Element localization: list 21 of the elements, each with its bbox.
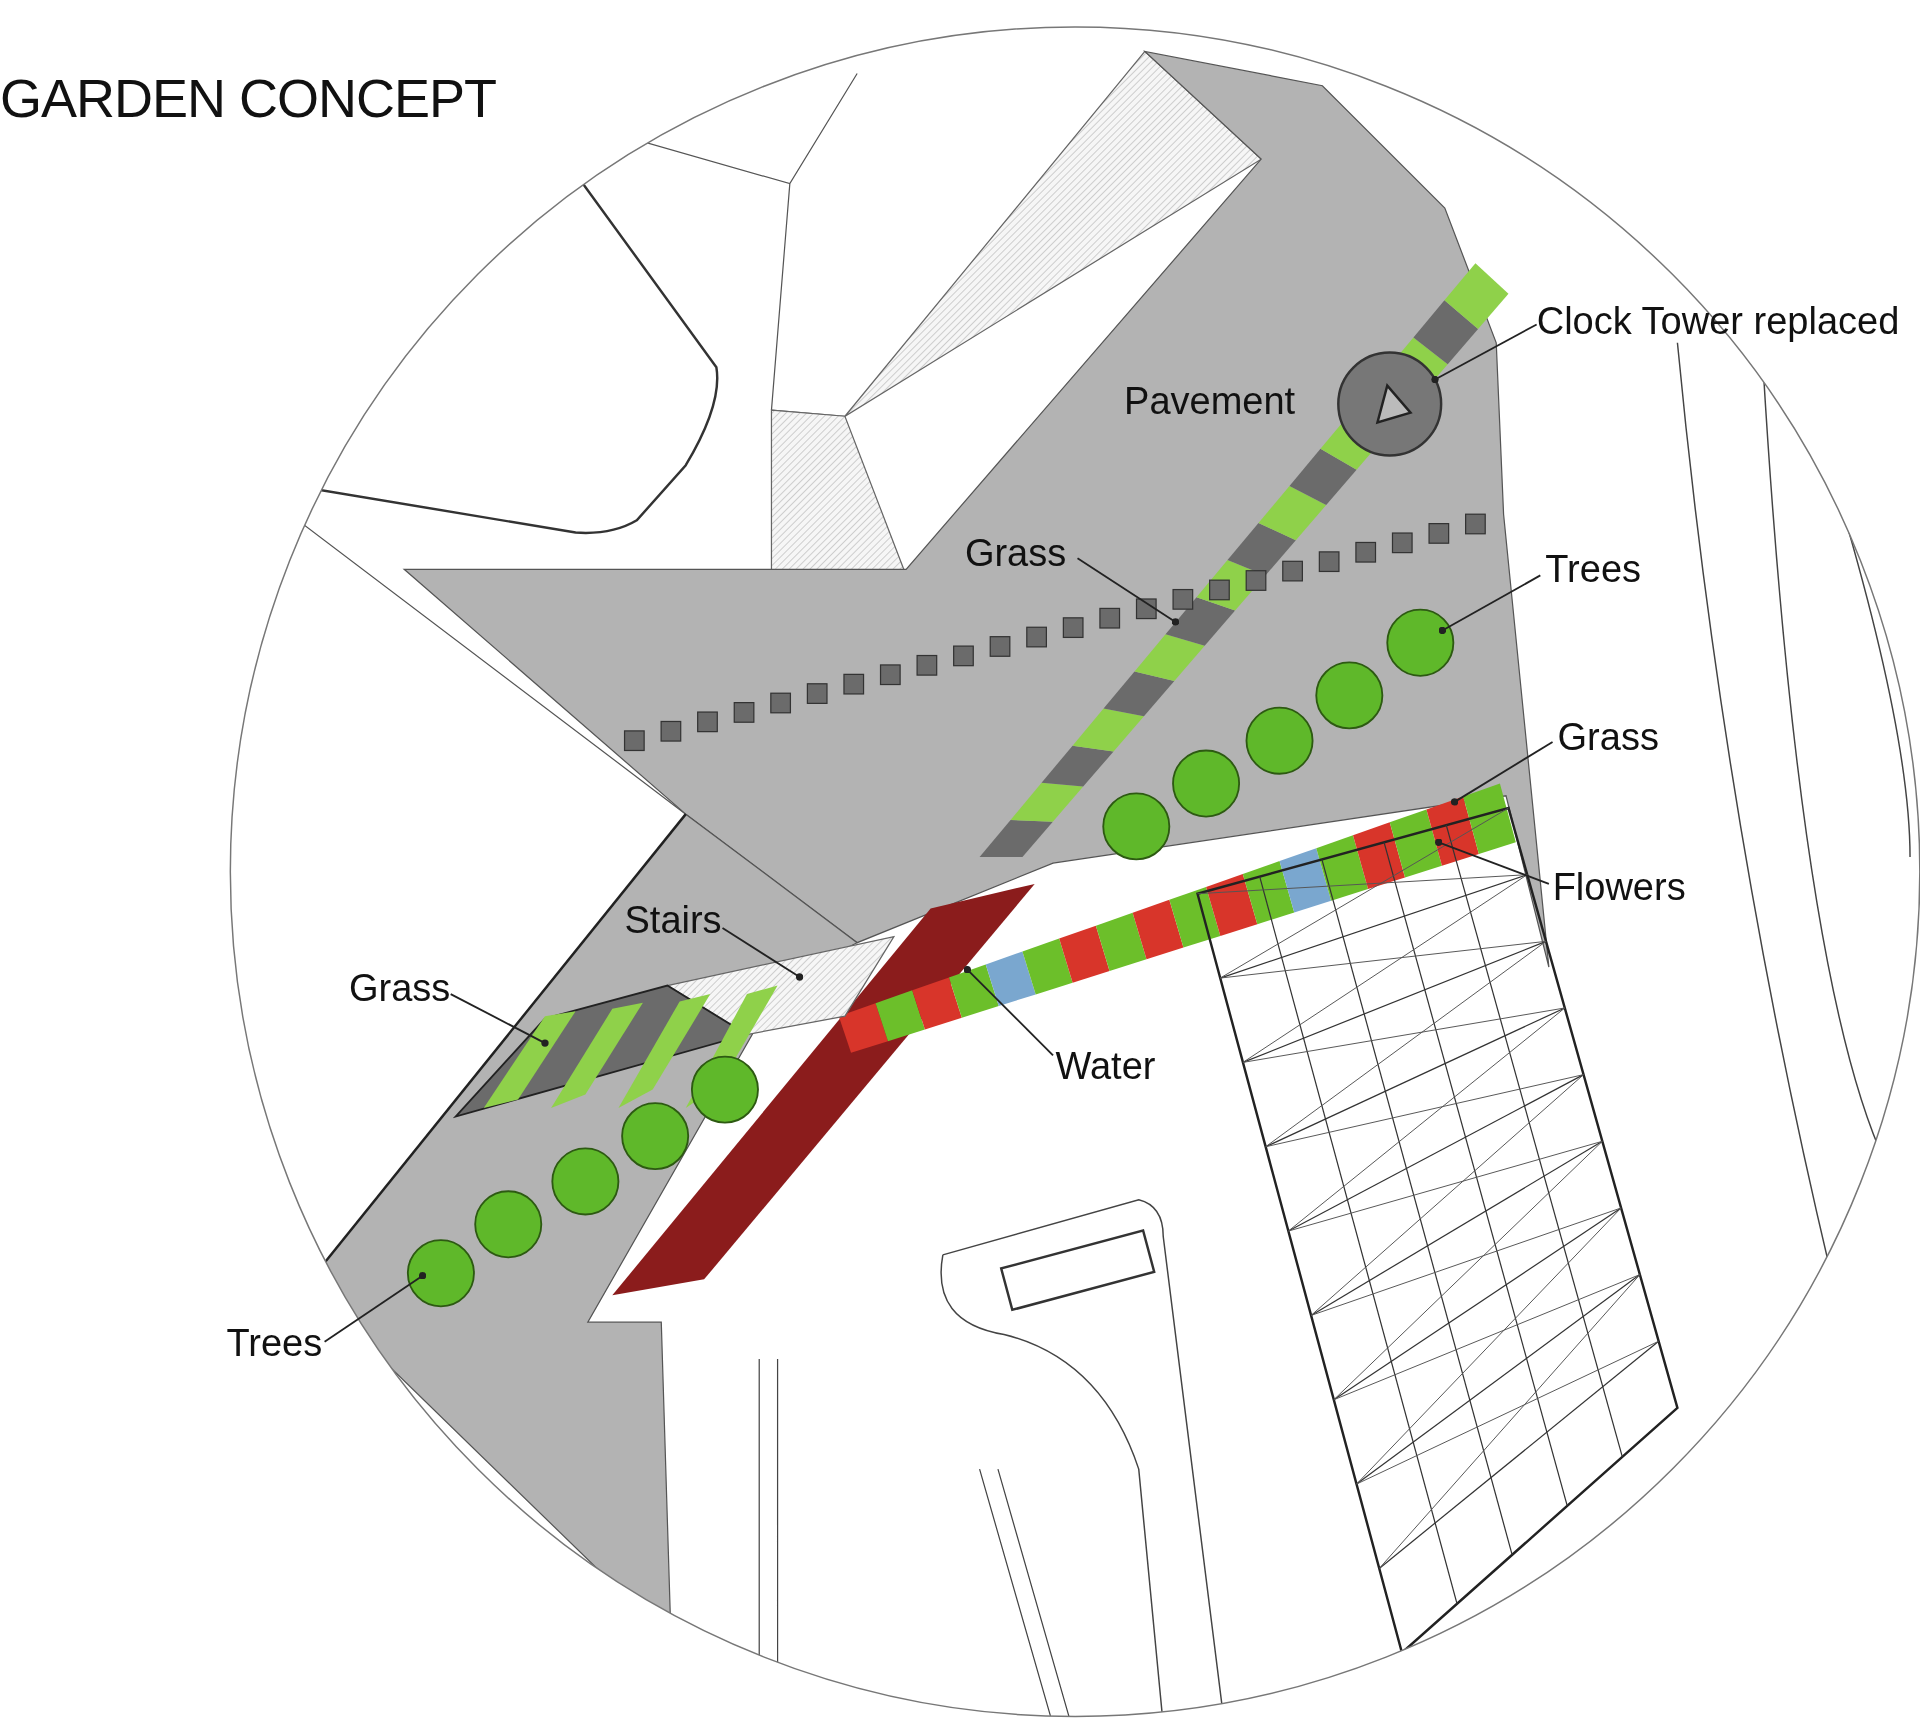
leader-line [1438,574,1542,635]
leader-line [1435,838,1550,885]
clock-tower-icon [1337,351,1443,457]
part-label: Grass [964,533,1067,572]
part-label: Trees [226,1323,323,1362]
leader-line [721,927,804,981]
part-label: Clock Tower replaced [1536,302,1900,341]
leader-line [1431,323,1538,384]
title: GARDEN CONCEPT [0,71,497,125]
part-label: Stairs [624,901,722,940]
part-label: Grass [1557,717,1659,756]
leader-line [1450,741,1554,806]
area-label: Pavement [1124,382,1296,421]
leader-line [323,1272,427,1343]
leader-line [449,993,549,1047]
part-label: Water [1055,1046,1156,1085]
leader-line [963,965,1054,1057]
part-label: Flowers [1552,868,1686,907]
leader-line [1076,557,1180,626]
part-label: Trees [1545,549,1642,588]
part-label: Grass [348,968,451,1007]
